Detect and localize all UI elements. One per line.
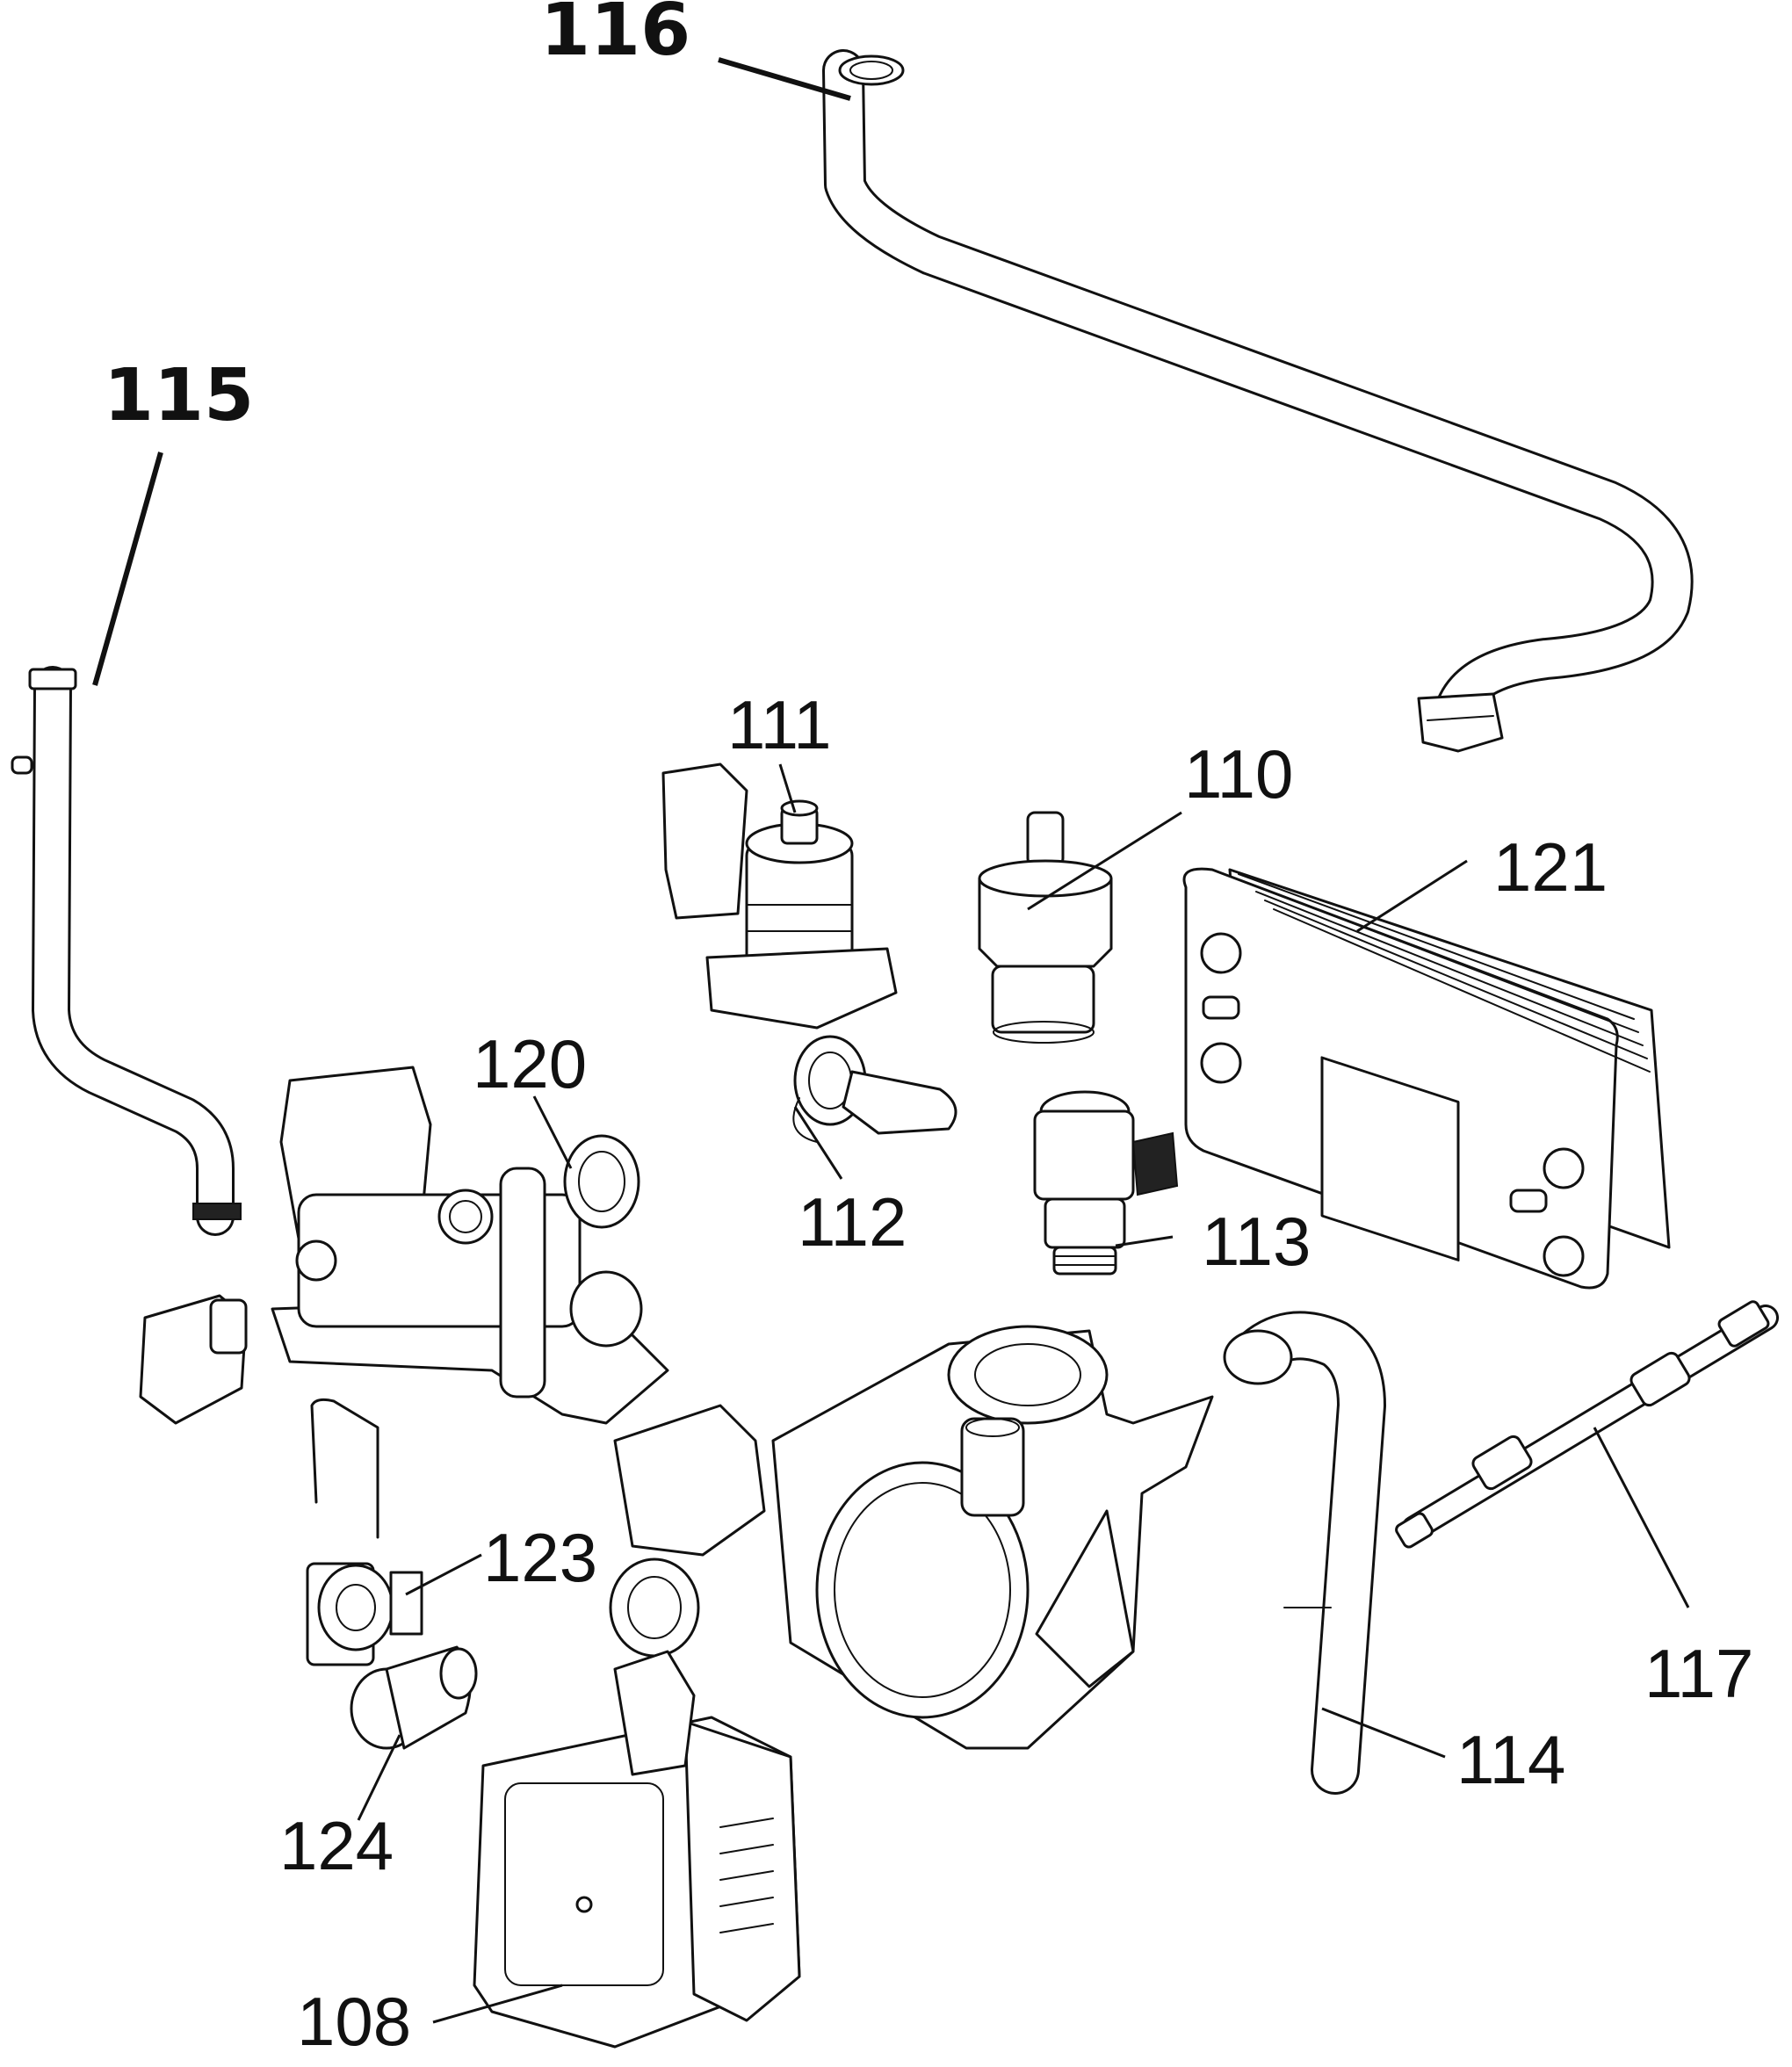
callout-120: 120 (473, 1025, 587, 1102)
leader-lines (92, 57, 1690, 2024)
callout-114: 114 (1456, 1721, 1565, 1798)
part-121-plate-heat-exchanger (1182, 867, 1671, 1290)
leader-120 (532, 1095, 573, 1169)
callout-115: 115 (104, 354, 254, 437)
leader-111 (778, 763, 797, 813)
callout-112: 112 (798, 1183, 907, 1261)
part-108-pump-head (473, 1650, 801, 2049)
leader-110 (1027, 811, 1182, 911)
part-112-clip (792, 1097, 818, 1143)
callout-110: 110 (1184, 735, 1293, 813)
callout-labels: 116 115 111 110 121 120 112 113 123 124 … (104, 0, 1753, 2060)
leader-113 (1115, 1235, 1174, 1247)
pump-body (609, 1325, 1214, 1750)
leader-116 (718, 57, 851, 101)
part-114-pipe (1223, 1311, 1386, 1795)
part-124-cartridge (350, 1645, 478, 1750)
part-120-manifold (271, 1066, 669, 1425)
callout-121: 121 (1493, 828, 1608, 906)
callout-124: 124 (279, 1807, 394, 1884)
part-111-valve-motor (661, 762, 957, 1135)
callout-108: 108 (297, 1983, 411, 2060)
leader-112 (793, 1106, 843, 1180)
part-116-pipe (822, 49, 1694, 753)
callout-111: 111 (727, 686, 832, 763)
part-110-air-vent (978, 811, 1113, 1044)
callout-113: 113 (1202, 1203, 1311, 1280)
leader-123 (405, 1553, 482, 1596)
part-115-pipe (11, 666, 242, 1236)
part-u-clip (310, 1398, 379, 1539)
leader-108 (432, 1984, 563, 2024)
part-123-sensor (306, 1562, 423, 1666)
leader-114 (1321, 1707, 1446, 1759)
part-113-safety-valve (1033, 1090, 1179, 1276)
leader-115 (92, 452, 163, 686)
leader-121 (1356, 859, 1468, 933)
leader-117 (1593, 1427, 1690, 1608)
part-117-filling-loop (1395, 1300, 1779, 1549)
callout-117: 117 (1644, 1635, 1753, 1712)
part-sensor-switch (139, 1294, 248, 1425)
callout-116: 116 (540, 0, 690, 72)
callout-123: 123 (483, 1519, 597, 1596)
leader-124 (357, 1734, 401, 1821)
